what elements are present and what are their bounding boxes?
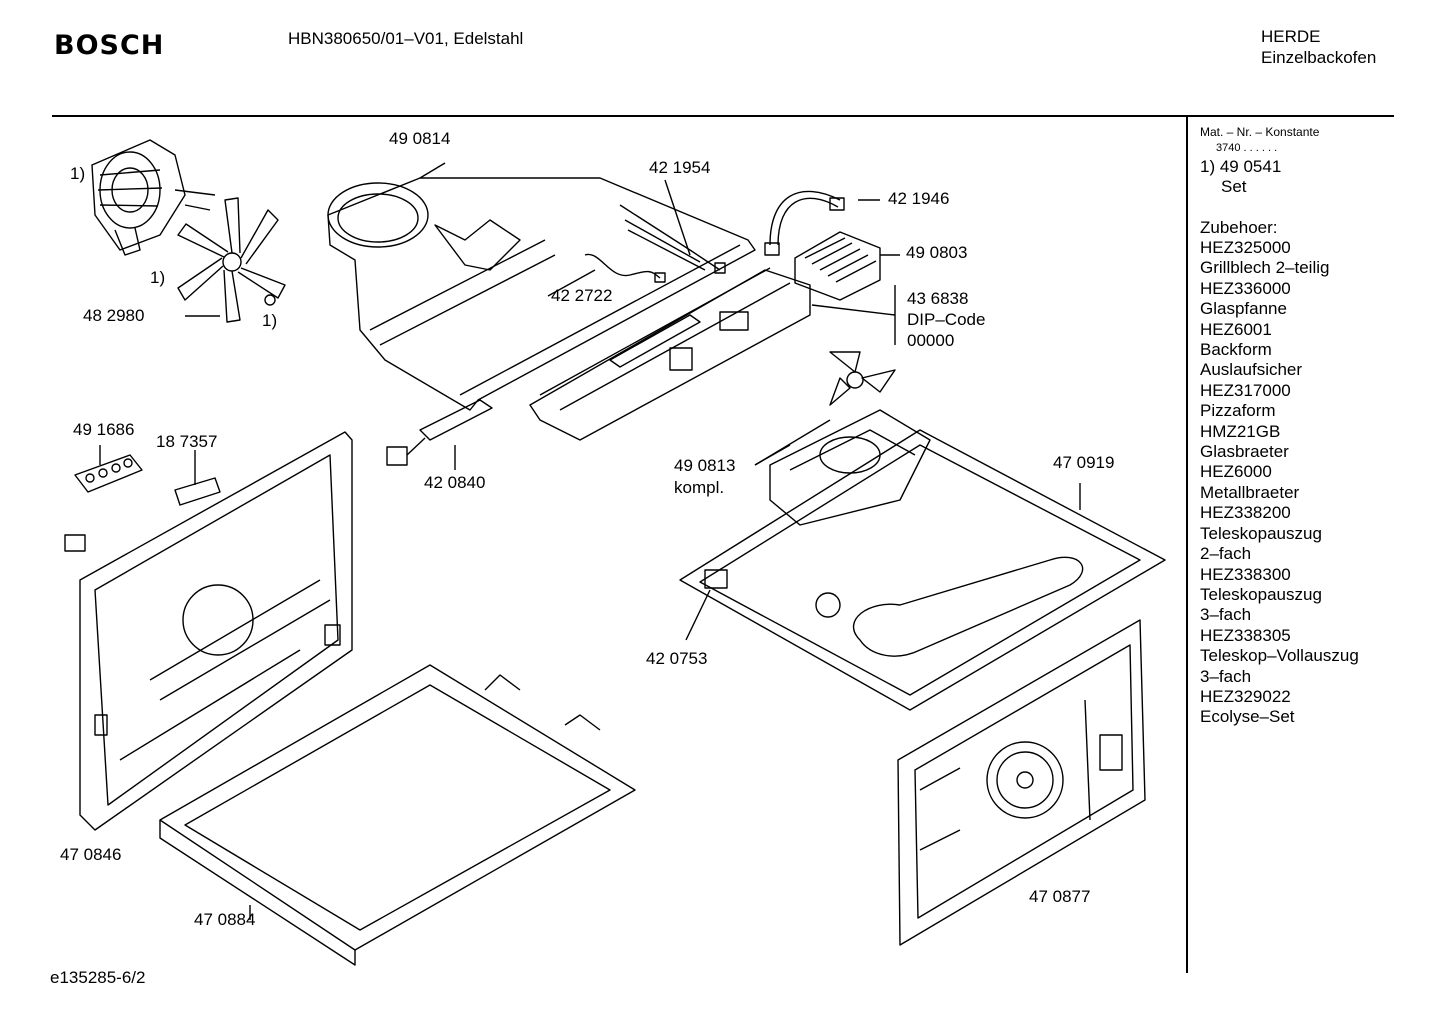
part-label-470919: 47 0919 (1053, 453, 1115, 472)
control-module-part (529, 267, 811, 441)
top-duct-part (327, 162, 756, 411)
category-label: HERDE (1261, 27, 1321, 46)
list-item: Teleskopauszug (1200, 523, 1322, 543)
list-item: Glaspfanne (1200, 299, 1287, 319)
dip-code-label: DIP–Code (907, 310, 986, 329)
list-item: HEZ325000 (1200, 238, 1291, 257)
part-label-470884: 47 0884 (194, 910, 256, 929)
relay-part (174, 450, 221, 506)
list-item: HEZ6000 (1200, 462, 1272, 482)
dip-code-value: 00000 (907, 331, 955, 350)
part-label-420753: 42 0753 (646, 649, 708, 668)
list-item: HMZ21GB (1200, 421, 1281, 441)
part-label-421946: 42 1946 (888, 189, 950, 208)
list-item: Teleskop–Vollauszug (1200, 646, 1359, 666)
model-title: HBN380650/01–V01, Edelstahl (288, 29, 524, 48)
document-id: e135285-6/2 (50, 968, 146, 987)
list-item: Teleskopauszug (1200, 584, 1322, 604)
part-label-420840: 42 0840 (424, 473, 486, 492)
bottom-tray-part (159, 664, 636, 966)
list-item: Pizzaform (1200, 401, 1276, 421)
part-label-421954: 42 1954 (649, 158, 711, 177)
nut-part (264, 294, 276, 306)
list-item: Metallbraeter (1200, 482, 1300, 502)
sidebar-divider (1186, 117, 1188, 973)
cable-harness-part (619, 179, 726, 274)
set-number: 1) 49 0541 (1200, 157, 1282, 176)
brand-logo: BOSCH (54, 30, 165, 61)
front-frame-part (897, 619, 1146, 946)
part-label-491686: 49 1686 (73, 420, 135, 439)
part-label-482980: 48 2980 (83, 306, 145, 325)
part-label-470877: 47 0877 (1029, 887, 1091, 906)
heat-sink-part (794, 231, 900, 301)
list-item: HEZ338200 (1200, 503, 1291, 523)
part-label-490813: 49 0813 (674, 456, 736, 475)
header-rule (52, 115, 1394, 117)
part-label-490803: 49 0803 (906, 243, 968, 262)
set-label: Set (1221, 177, 1247, 196)
list-item: Glasbraeter (1200, 442, 1289, 462)
list-item: 2–fach (1200, 544, 1252, 564)
list-item: Grillblech 2–teilig (1200, 258, 1330, 278)
konstante-value: 3740 . . . . . . (1216, 142, 1278, 154)
list-item: HEZ6001 (1200, 319, 1272, 339)
exploded-view-drawing (64, 139, 1166, 966)
list-item: HEZ338300 (1200, 564, 1291, 584)
rear-panel-part (79, 431, 353, 831)
accessories-list: HEZ325000 Grillblech 2–teilig HEZ336000 … (1200, 238, 1359, 728)
list-item: HEZ317000 (1200, 380, 1291, 400)
part-label-187357: 18 7357 (156, 432, 218, 451)
list-item: HEZ329022 (1200, 686, 1291, 706)
list-item: Ecolyse–Set (1200, 707, 1295, 727)
list-item: HEZ338305 (1200, 625, 1291, 645)
part-label-470846: 47 0846 (60, 845, 122, 864)
clip-part (64, 534, 86, 552)
oven-top-plate-part (679, 429, 1166, 711)
set-marker: 1) (70, 164, 86, 183)
list-item: Auslaufsicher (1200, 360, 1303, 380)
cooling-fan-motor-part (754, 351, 931, 526)
terminal-block-part (74, 445, 143, 493)
kompl-label: kompl. (674, 478, 725, 497)
list-item: Backform (1200, 340, 1272, 360)
konstante-label: Mat. – Nr. – Konstante (1200, 125, 1320, 139)
fan-motor-part (91, 139, 216, 256)
set-marker: 1) (262, 311, 278, 330)
part-label-422722: 42 2722 (551, 286, 613, 305)
fan-wheel-part (177, 197, 286, 323)
part-label-490814: 49 0814 (389, 129, 451, 148)
accessories-title: Zubehoer: (1200, 218, 1278, 237)
subcategory-label: Einzelbackofen (1261, 48, 1377, 67)
wire-part (547, 253, 666, 297)
connector-cable-part (764, 190, 880, 256)
list-item: 3–fach (1200, 666, 1252, 686)
part-label-436838: 43 6838 (907, 289, 969, 308)
list-item: 3–fach (1200, 605, 1252, 625)
set-marker: 1) (150, 268, 166, 287)
list-item: HEZ336000 (1200, 278, 1291, 298)
sensor-switch-part (386, 399, 493, 470)
